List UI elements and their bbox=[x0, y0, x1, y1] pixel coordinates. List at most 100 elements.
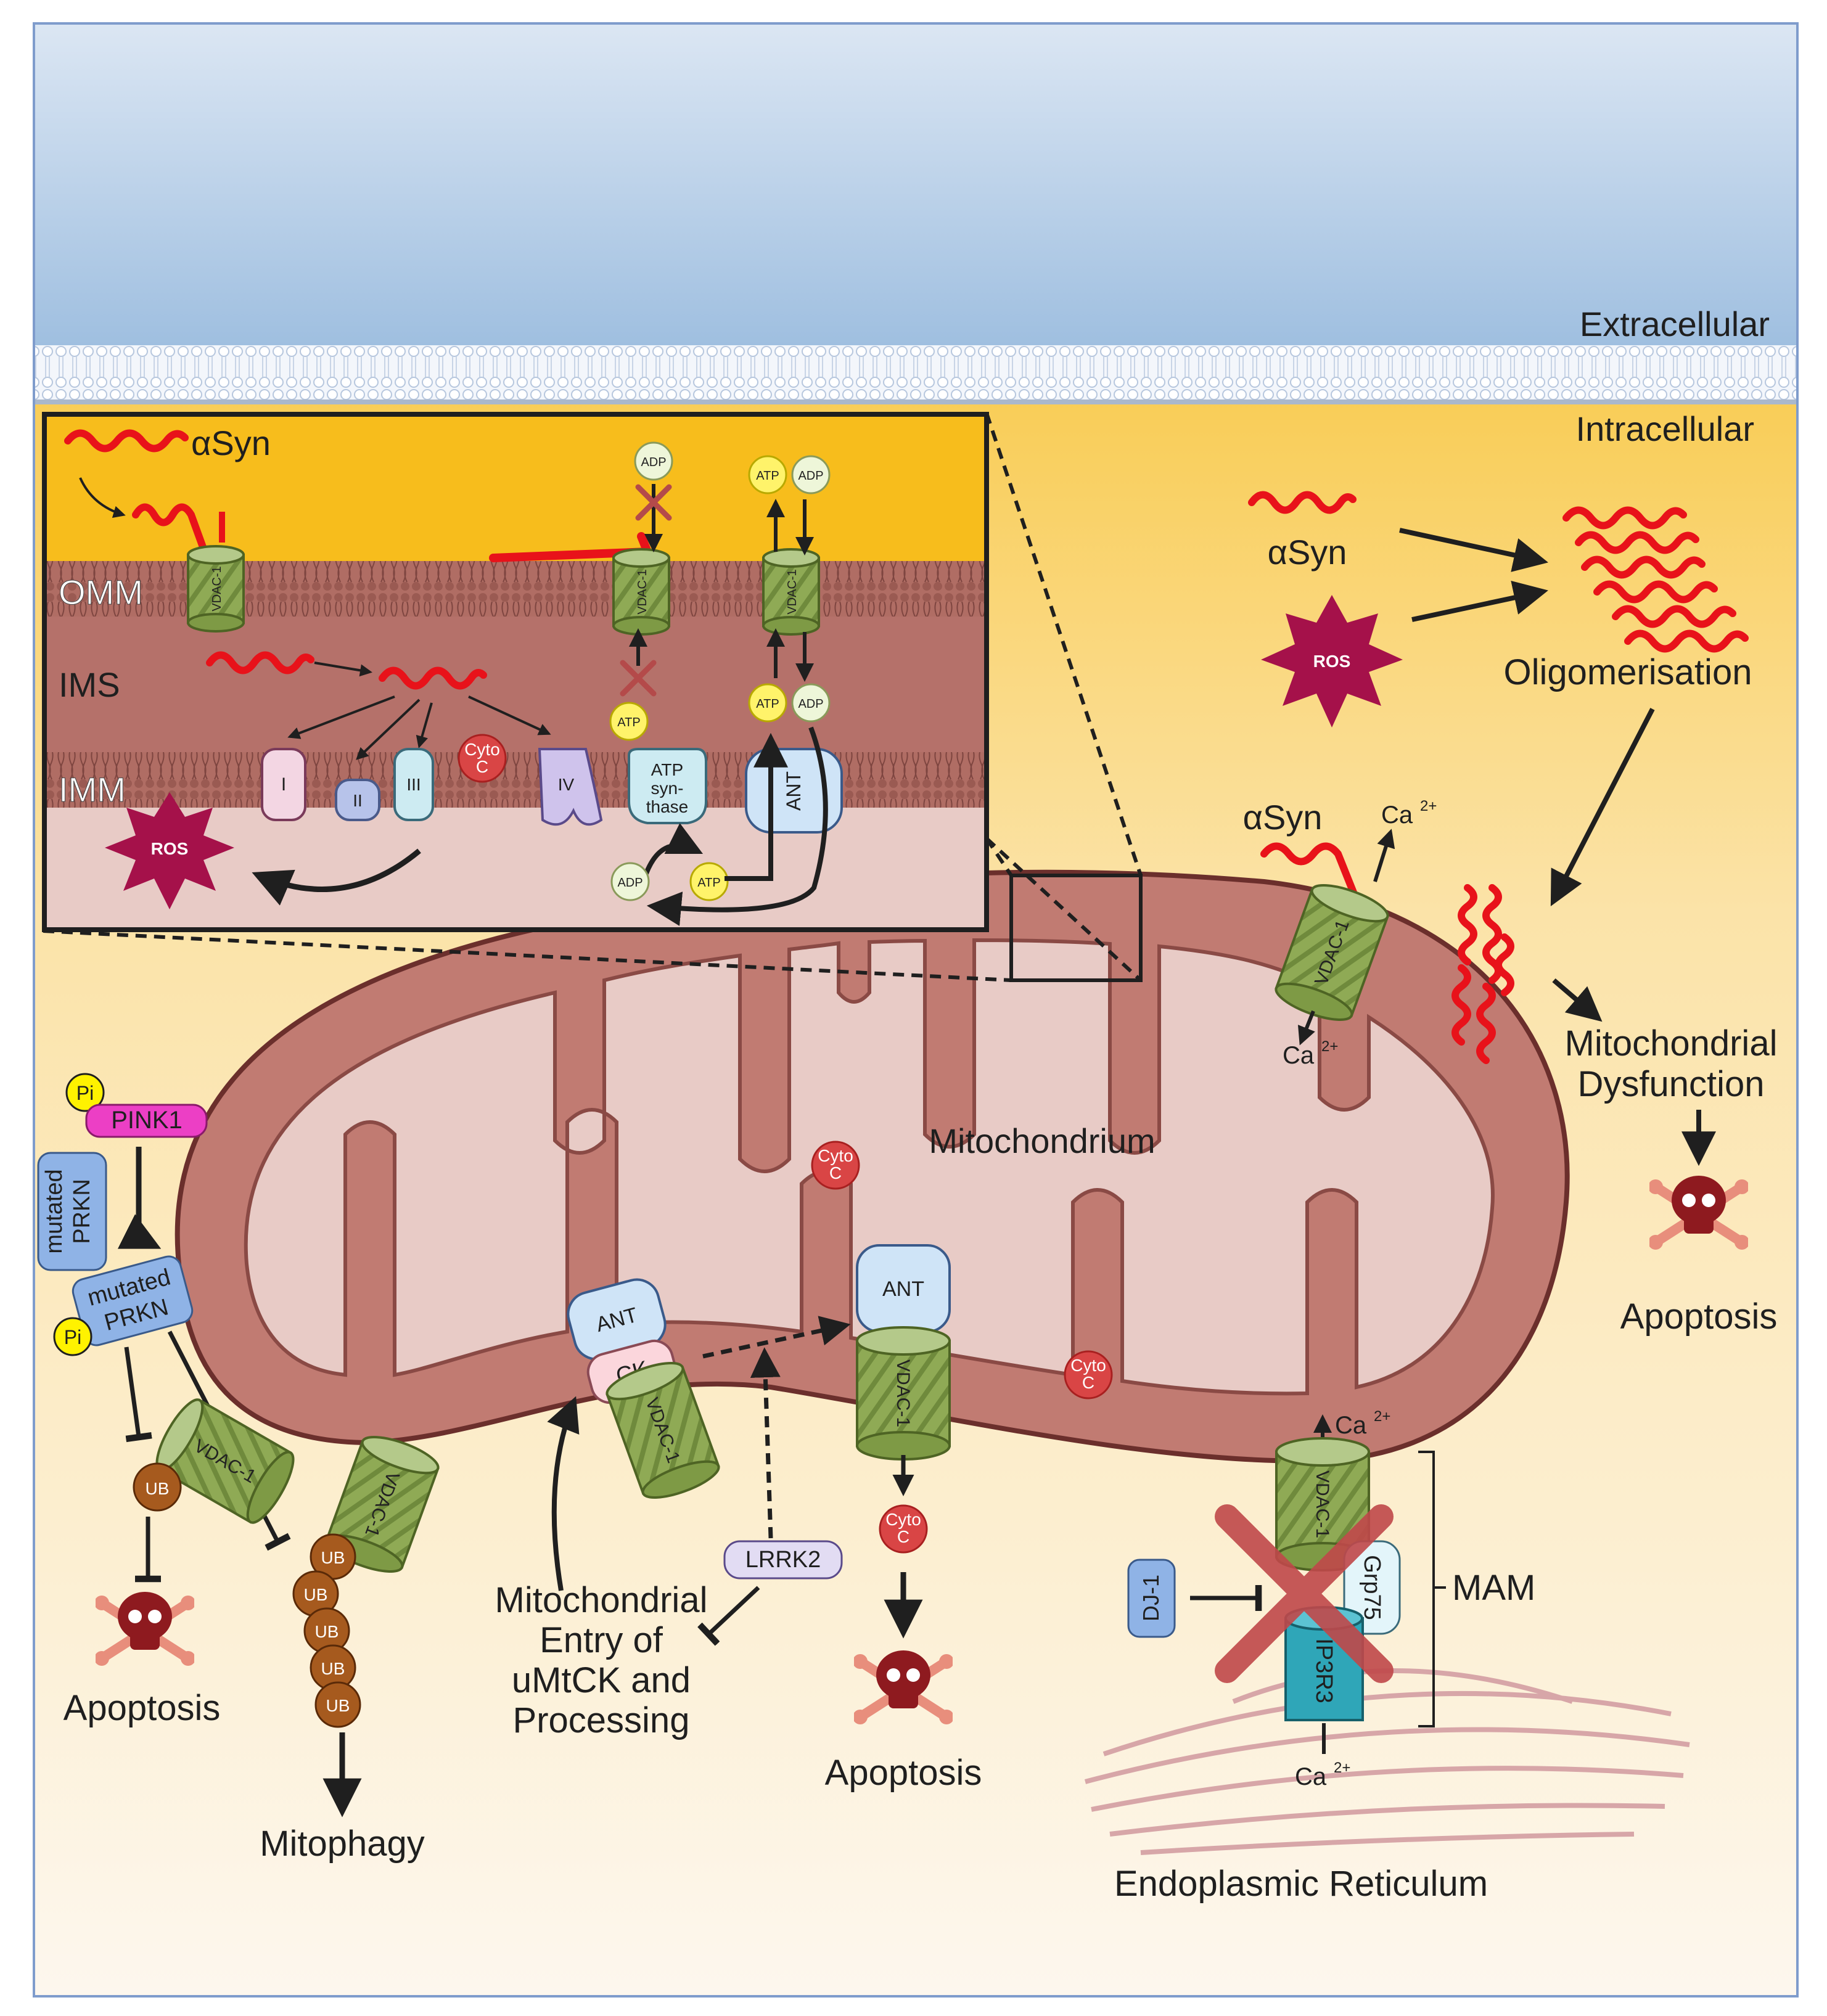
svg-text:C: C bbox=[829, 1163, 842, 1182]
complex-I: I bbox=[261, 748, 306, 821]
vdac-center-1: VDAC-1 bbox=[606, 1362, 720, 1499]
ca-label-right-top: Ca bbox=[1381, 801, 1413, 829]
vdac-mam: VDAC-1 bbox=[1275, 1437, 1370, 1571]
svg-text:LRRK2: LRRK2 bbox=[745, 1547, 821, 1573]
svg-text:ANT: ANT bbox=[882, 1277, 924, 1301]
inset-panel: OMM IMS IMM αSyn VDAC-1 I II bbox=[42, 412, 989, 932]
atp-bubble-ims-2: ATP bbox=[748, 683, 787, 723]
svg-text:C: C bbox=[476, 757, 488, 776]
svg-text:mutated: mutated bbox=[41, 1169, 67, 1253]
svg-text:ADP: ADP bbox=[617, 876, 643, 890]
svg-text:ATP: ATP bbox=[756, 469, 779, 483]
asyn-label-right-2: αSyn bbox=[1243, 798, 1323, 837]
svg-text:IV: IV bbox=[558, 775, 575, 794]
svg-text:I: I bbox=[281, 774, 286, 795]
entry-label-1: Mitochondrial bbox=[495, 1580, 708, 1620]
asyn-oligomer-cluster bbox=[1562, 506, 1749, 653]
complex-IV: IV bbox=[538, 748, 603, 826]
ca-label-mam-bottom: Ca bbox=[1295, 1763, 1327, 1790]
svg-text:C: C bbox=[1082, 1373, 1094, 1392]
atp-bubble-matrix: ATP bbox=[689, 862, 729, 901]
mitophagy-label: Mitophagy bbox=[260, 1824, 425, 1864]
svg-text:Cyto: Cyto bbox=[1070, 1356, 1106, 1375]
atp-synthase: ATP syn- thase bbox=[628, 748, 707, 824]
inset-omm bbox=[44, 561, 987, 617]
endoplasmic-reticulum bbox=[1084, 1668, 1690, 1855]
inset-vdac-3: VDAC-1 bbox=[762, 548, 820, 636]
svg-text:VDAC-1: VDAC-1 bbox=[893, 1359, 913, 1427]
svg-text:2+: 2+ bbox=[1374, 1408, 1390, 1425]
vdac-center-2: VDAC-1 bbox=[856, 1326, 951, 1461]
svg-text:III: III bbox=[406, 775, 421, 794]
svg-text:IP3R3: IP3R3 bbox=[1311, 1638, 1337, 1703]
svg-text:ADP: ADP bbox=[798, 469, 823, 483]
adp-bubble-top: ADP bbox=[634, 441, 673, 481]
svg-text:ROS: ROS bbox=[1313, 652, 1351, 671]
adp-bubble-cyto: ADP bbox=[791, 455, 831, 494]
svg-text:UB: UB bbox=[326, 1696, 350, 1715]
svg-text:VDAC-1: VDAC-1 bbox=[636, 569, 649, 614]
ros-right: ROS bbox=[1261, 595, 1403, 727]
cyto-c-released: Cyto C bbox=[879, 1504, 928, 1554]
cyto-c-mito-2: Cyto C bbox=[1064, 1350, 1113, 1399]
pi-badge-2: Pi bbox=[53, 1317, 92, 1356]
ros-inset: ROS bbox=[105, 792, 234, 909]
pink1-box: PINK1 bbox=[85, 1104, 208, 1138]
svg-text:VDAC-1: VDAC-1 bbox=[210, 566, 224, 611]
svg-text:Cyto: Cyto bbox=[818, 1146, 853, 1165]
svg-text:ADP: ADP bbox=[641, 456, 666, 469]
atp-bubble-ims-1: ATP bbox=[609, 702, 649, 741]
pink1-prkn-section: Pi PINK1 mutated PRKN mutated PRKN Pi VD… bbox=[37, 1073, 440, 1864]
apoptosis-label-left: Apoptosis bbox=[64, 1688, 221, 1728]
svg-text:II: II bbox=[353, 791, 363, 810]
ub-single: UB bbox=[133, 1462, 182, 1512]
complex-II: II bbox=[335, 779, 380, 821]
svg-text:UB: UB bbox=[146, 1479, 170, 1498]
inset-vdac-2: VDAC-1 bbox=[612, 548, 670, 636]
svg-text:ATP: ATP bbox=[651, 760, 683, 779]
extracellular-label: Extracellular bbox=[1580, 305, 1770, 343]
inset-vdac-1: VDAC-1 bbox=[187, 545, 245, 633]
oligomerisation-section: αSyn ROS Oligomerisation αSyn VDAC-1 Ca … bbox=[1243, 491, 1778, 1337]
cyto-c-mito-1: Cyto C bbox=[811, 1141, 860, 1190]
er-label: Endoplasmic Reticulum bbox=[1114, 1864, 1488, 1904]
atp-bubble-cyto: ATP bbox=[748, 455, 787, 494]
ims-label: IMS bbox=[59, 665, 120, 704]
svg-text:Pi: Pi bbox=[64, 1326, 81, 1348]
mito-dysfunction-label-2: Dysfunction bbox=[1577, 1064, 1764, 1104]
svg-text:thase: thase bbox=[646, 797, 689, 816]
mitochondrion-label: Mitochondrium bbox=[929, 1121, 1155, 1160]
svg-text:VDAC-1: VDAC-1 bbox=[1312, 1470, 1332, 1538]
oligomerisation-label: Oligomerisation bbox=[1504, 652, 1752, 692]
ant-center-2: ANT bbox=[856, 1244, 951, 1333]
entry-label-2: Entry of bbox=[540, 1620, 663, 1660]
omm-label: OMM bbox=[59, 573, 143, 612]
adp-bubble-ims-2: ADP bbox=[791, 683, 831, 723]
entry-label-4: Processing bbox=[513, 1700, 690, 1740]
vdac-left-1: VDAC-1 bbox=[155, 1398, 295, 1524]
svg-text:ATP: ATP bbox=[697, 876, 720, 890]
svg-text:UB: UB bbox=[321, 1548, 345, 1567]
svg-text:Grp75: Grp75 bbox=[1359, 1555, 1385, 1620]
svg-text:ATP: ATP bbox=[756, 697, 779, 711]
svg-text:Cyto: Cyto bbox=[464, 740, 500, 759]
lrrk2-box: LRRK2 bbox=[723, 1540, 843, 1580]
svg-text:PINK1: PINK1 bbox=[111, 1107, 183, 1134]
entry-label-3: uMtCK and bbox=[512, 1660, 691, 1700]
ca-label-right-bottom: Ca bbox=[1283, 1042, 1315, 1069]
imm-label: IMM bbox=[59, 770, 126, 809]
adp-bubble-matrix: ADP bbox=[610, 862, 650, 901]
svg-text:Cyto: Cyto bbox=[885, 1510, 921, 1529]
svg-text:UB: UB bbox=[315, 1622, 339, 1641]
svg-text:ATP: ATP bbox=[617, 716, 640, 729]
asyn-squiggle bbox=[64, 429, 189, 453]
inset-ims bbox=[44, 617, 987, 752]
apoptosis-label-center: Apoptosis bbox=[825, 1753, 982, 1793]
svg-text:DJ-1: DJ-1 bbox=[1138, 1575, 1164, 1621]
ant-center-1: ANT bbox=[567, 1278, 667, 1361]
ub-chain: UB UB UB UB UB bbox=[292, 1533, 361, 1728]
blocked-x-icon bbox=[1215, 1504, 1394, 1683]
mitochondrion: Mitochondrium Cyto C Cyto C bbox=[174, 869, 1570, 1464]
svg-text:ANT: ANT bbox=[782, 771, 805, 811]
apoptosis-label-right: Apoptosis bbox=[1620, 1297, 1778, 1337]
